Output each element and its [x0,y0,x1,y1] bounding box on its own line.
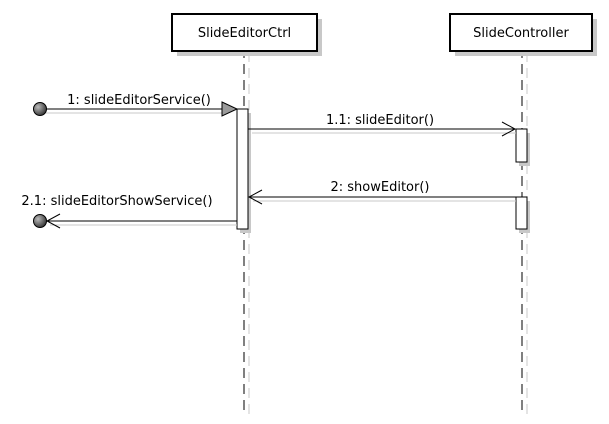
lifeline-slideeditorctrl: SlideEditorCtrl [171,13,322,418]
message-1-1[interactable]: 1.1: slideEditor() [248,113,517,137]
message-1-label: 1: slideEditorService() [67,93,211,108]
found-message-endpoint-icon [33,102,47,116]
message-1[interactable]: 1: slideEditorService() [33,93,239,117]
lifeline-label-slideeditorctrl: SlideEditorCtrl [198,26,291,41]
lifeline-box-slideeditorctrl[interactable] [171,13,318,52]
message-2-1-label: 2.1: slideEditorShowService() [21,194,212,209]
message-2-label: 2: showEditor() [331,180,430,195]
activation-bar-controller-1 [515,128,530,166]
lifeline-box-slidecontroller[interactable] [449,13,593,52]
activation-bar-ctrl [236,108,251,233]
arrowhead-open-icon [501,121,517,137]
lifeline-label-slidecontroller: SlideController [473,26,569,41]
arrowhead-filled-icon [221,101,239,117]
message-2[interactable]: 2: showEditor() [247,180,516,205]
arrowhead-open-icon [247,189,263,205]
lost-message-endpoint-icon [33,214,47,228]
message-1-1-label: 1.1: slideEditor() [326,113,434,128]
message-2-1[interactable]: 2.1: slideEditorShowService() [21,194,237,229]
activation-bar-controller-2 [515,196,530,233]
